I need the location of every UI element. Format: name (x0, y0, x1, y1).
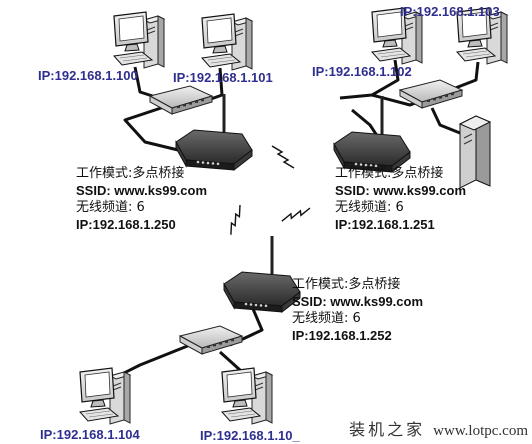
computer-ip-label: IP:192.168.1.104 (40, 427, 140, 442)
computer-icon (221, 367, 273, 425)
wireless-ap-icon (222, 234, 302, 314)
computer-ip-label: IP:192.168.1.10_ (200, 428, 300, 443)
ap-channel-label: 无线频道: 6 (335, 200, 404, 215)
switch-icon (179, 325, 243, 355)
ap-ip-label: IP:192.168.1.251 (335, 217, 435, 232)
ap-mode-label: 工作模式:多点桥接 (335, 166, 444, 181)
ap-channel-label: 无线频道: 6 (292, 311, 361, 326)
computer-ip-label: IP:192.168.1.102 (312, 64, 412, 79)
computer-icon (113, 11, 165, 69)
wireless-link-icon (281, 199, 311, 230)
wireless-link-icon (271, 145, 295, 169)
ap-ssid-label: SSID: www.ks99.com (292, 294, 424, 309)
computer-ip-label: IP:192.168.1.101 (173, 70, 273, 85)
computer-ip-label: IP:192.168.1.100 (38, 68, 138, 83)
watermark-site-name: 装机之家 (349, 420, 426, 439)
ap-info-block: 工作模式:多点桥接 SSID: www.ks99.com 无线频道: 6 IP:… (335, 165, 466, 233)
ap-mode-label: 工作模式:多点桥接 (292, 277, 401, 292)
ap-mode-label: 工作模式:多点桥接 (76, 166, 185, 181)
computer-icon (201, 13, 253, 71)
computer-icon (79, 367, 131, 425)
server-icon (458, 115, 492, 189)
ap-ip-label: IP:192.168.1.250 (76, 217, 176, 232)
ap-ip-label: IP:192.168.1.252 (292, 328, 392, 343)
ap-ssid-label: SSID: www.ks99.com (76, 183, 208, 198)
wireless-link-icon (219, 204, 252, 236)
wireless-ap-icon (332, 94, 412, 174)
watermark: 装机之家 www.lotpc.com (349, 416, 528, 440)
ap-ssid-label: SSID: www.ks99.com (335, 183, 467, 198)
ap-info-block: 工作模式:多点桥接 SSID: www.ks99.com 无线频道: 6 IP:… (76, 165, 207, 233)
watermark-url: www.lotpc.com (433, 423, 528, 439)
ap-info-block: 工作模式:多点桥接 SSID: www.ks99.com 无线频道: 6 IP:… (292, 276, 423, 344)
ap-channel-label: 无线频道: 6 (76, 200, 145, 215)
computer-ip-label: IP:192.168.1.103 (400, 4, 500, 19)
